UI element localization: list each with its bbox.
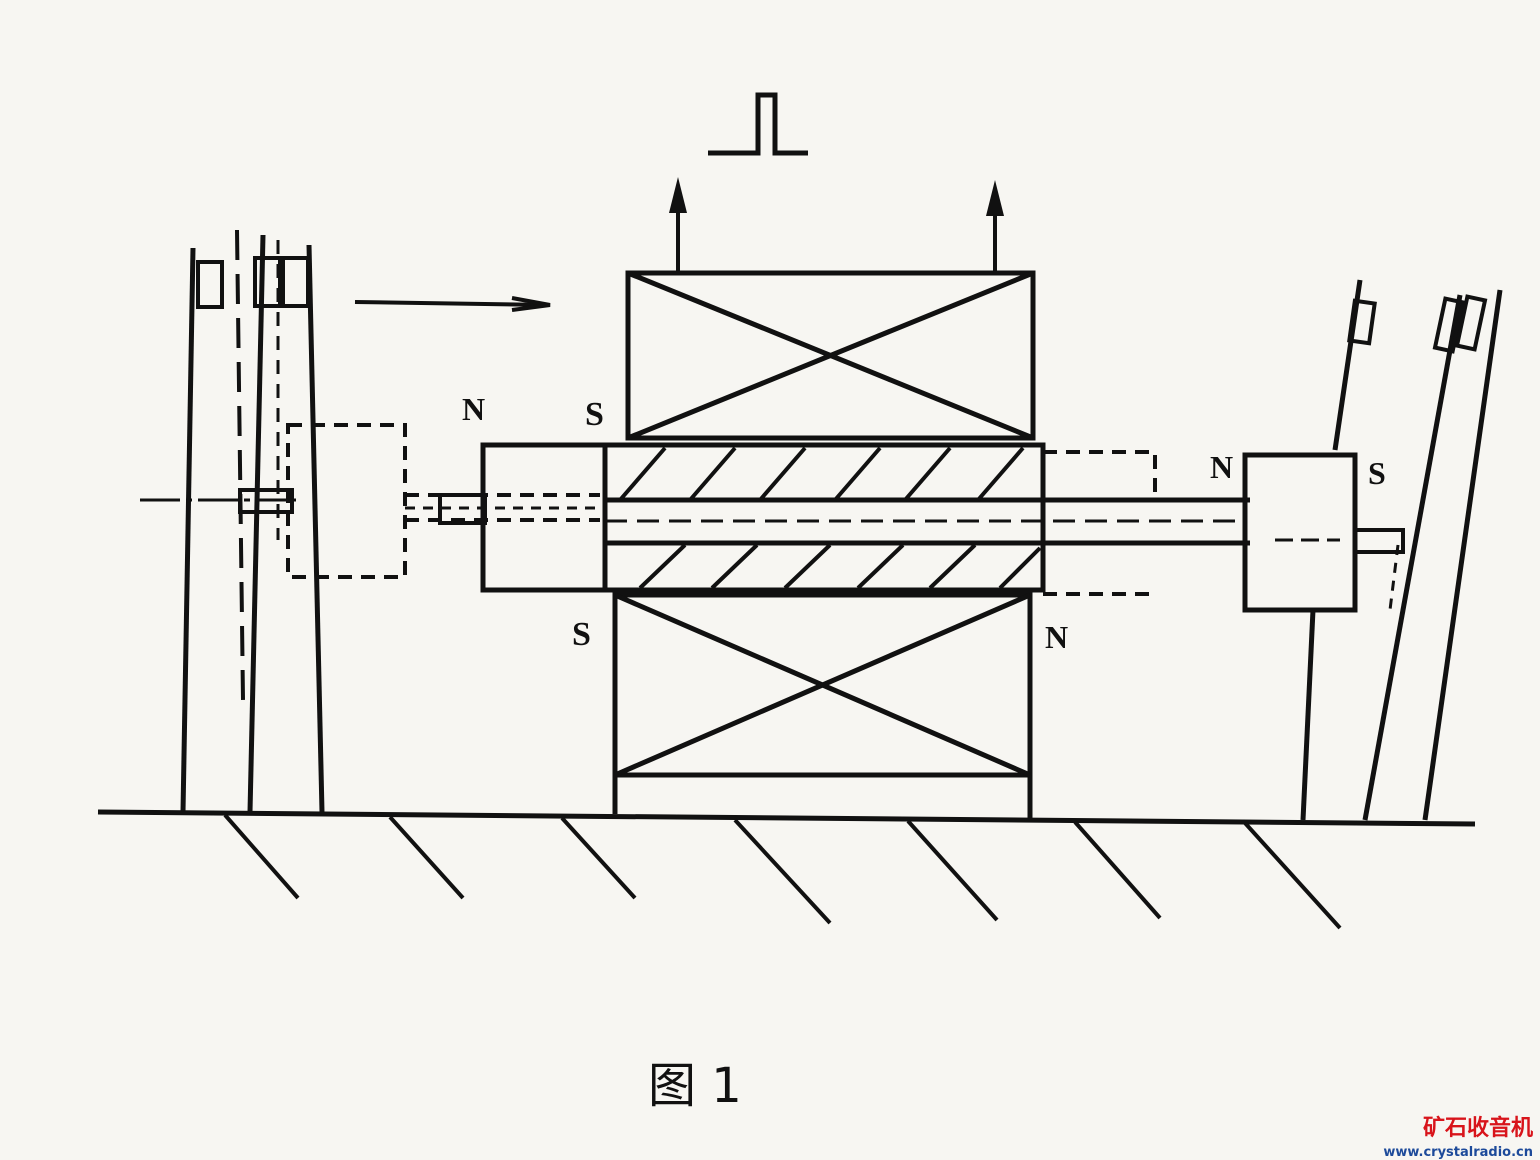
right-spring-wire-3	[1422, 289, 1503, 821]
label-coil-bottom-left-pole: S	[572, 616, 591, 653]
left-spring-loop-3	[281, 256, 310, 308]
right-spring-wire-2	[1362, 294, 1463, 821]
label-rotor-left-pole: N	[462, 391, 485, 427]
left-post-inner	[306, 244, 325, 813]
right-spring-wire-1	[1332, 279, 1363, 451]
right-shaft-coupler	[1353, 528, 1405, 554]
arrow-up-right	[986, 180, 1004, 216]
core-displaced-position	[1043, 450, 1157, 596]
center-core	[602, 442, 1250, 593]
left-post-middle	[247, 234, 266, 813]
arrow-up-left	[669, 177, 687, 213]
ground-line	[97, 809, 1476, 827]
rotor-displaced-position	[286, 423, 600, 579]
label-right-block-right-pole: S	[1368, 455, 1386, 491]
left-spring-loop-1	[196, 260, 224, 309]
right-block-support	[1300, 609, 1316, 821]
watermark-chinese: 矿石收音机	[1423, 1115, 1533, 1141]
pulse-signal-symbol	[708, 92, 808, 156]
left-spring-assembly	[140, 229, 325, 813]
top-coil	[625, 177, 1036, 441]
label-right-block-left-pole: N	[1210, 449, 1233, 485]
label-coil-top-left-pole: S	[585, 396, 604, 433]
right-spring-assembly	[1332, 279, 1503, 821]
left-rotor-block	[405, 442, 608, 593]
bottom-coil	[612, 592, 1033, 822]
ground-hatching	[223, 813, 1342, 930]
left-post-dashed	[235, 229, 245, 701]
left-post-outer	[180, 247, 196, 813]
left-spring-loop-2	[253, 256, 282, 308]
figure-caption: 图 1	[648, 1058, 742, 1114]
core-hatching	[618, 446, 1042, 590]
right-block	[1242, 452, 1405, 821]
motion-arrow	[354, 296, 551, 312]
label-coil-bottom-right-pole: N	[1045, 619, 1068, 655]
ground	[97, 809, 1476, 930]
watermark-url: www.crystalradio.cn	[1383, 1145, 1533, 1160]
